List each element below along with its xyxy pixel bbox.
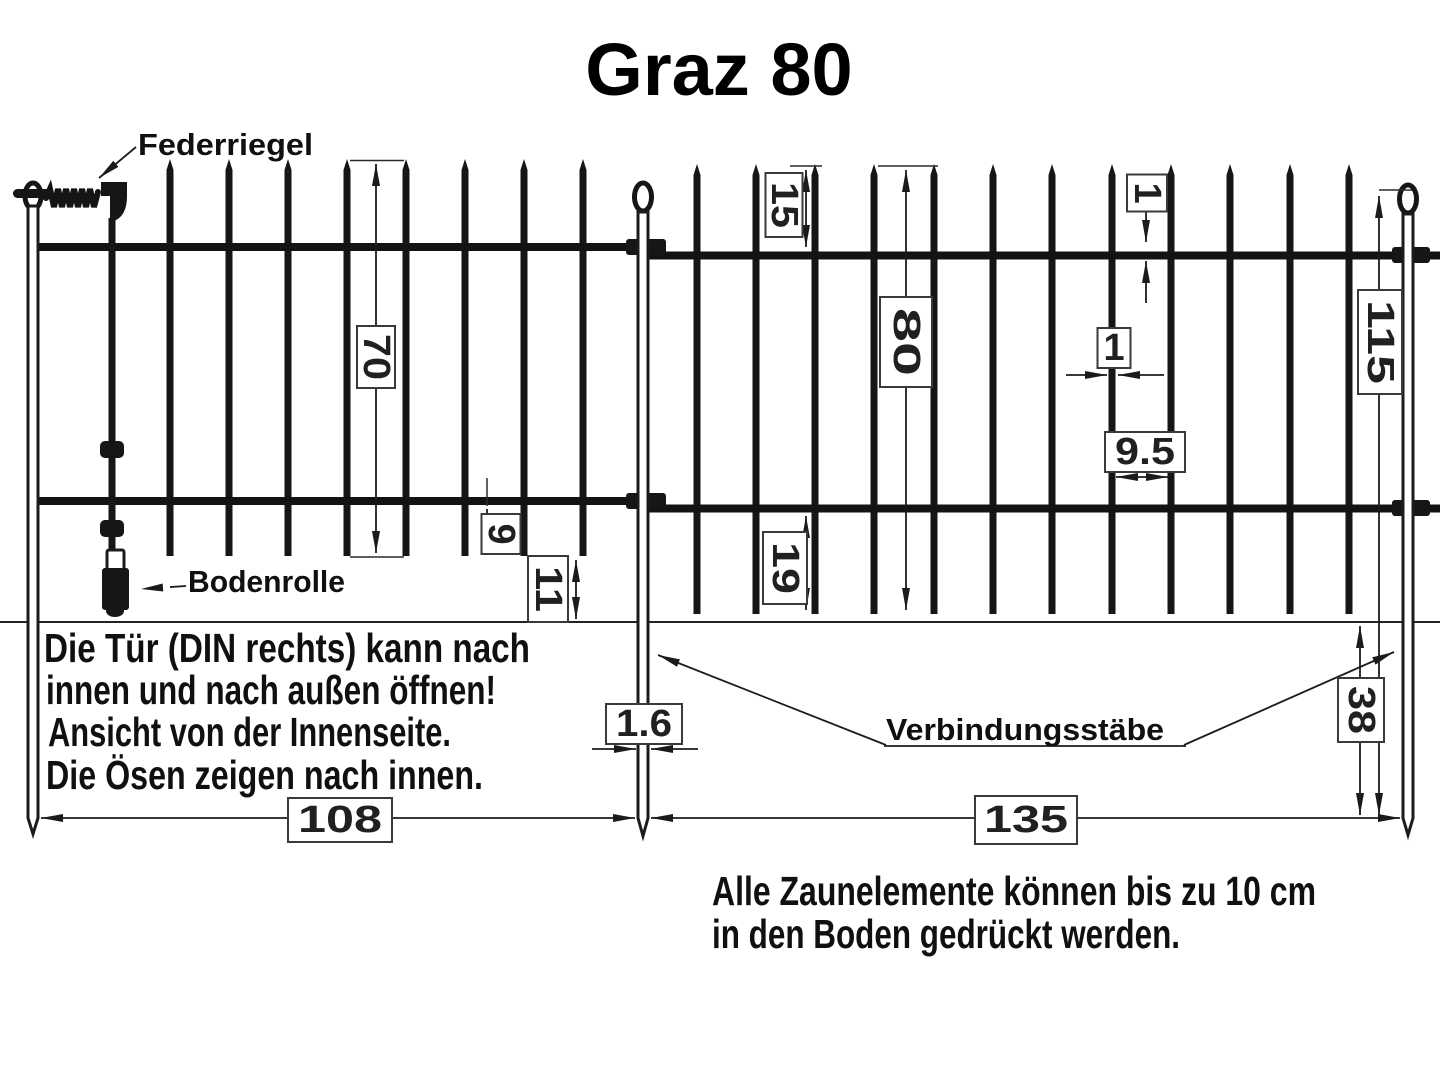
- bodenrolle-leader: [140, 583, 187, 592]
- latch-hook: [101, 182, 127, 221]
- bodenrolle-label: Bodenrolle: [188, 564, 345, 599]
- dim-70-label: 70: [355, 334, 397, 380]
- dim-1-rail: 1: [1126, 173, 1168, 213]
- ground-note: Alle Zaunelemente können bis zu 10 cm in…: [712, 868, 1316, 957]
- dim-11: 11: [527, 555, 569, 623]
- center-post-eyelet: [632, 180, 654, 214]
- ground-note-line-2: in den Boden gedrückt werden.: [712, 911, 1180, 957]
- dim-19-label: 19: [764, 542, 806, 594]
- dim-135-label: 135: [984, 799, 1068, 841]
- verbindungsstaebe-leader-right: [1183, 651, 1395, 746]
- ground-roller-body: [102, 568, 129, 610]
- federriegel-leader: [98, 146, 137, 179]
- door-note-line-4: Die Ösen zeigen nach innen.: [46, 752, 483, 798]
- left-post: [26, 204, 40, 840]
- dim-38: 38: [1337, 677, 1385, 743]
- dim-70: 70: [355, 325, 397, 389]
- dim-1-6: 1.6: [605, 703, 683, 745]
- federriegel-label: Federriegel: [138, 127, 313, 162]
- dim-15-label: 15: [763, 182, 805, 228]
- door-note-line-1: Die Tür (DIN rechts) kann nach: [44, 625, 530, 671]
- panel-bottom-rail: [637, 504, 1440, 513]
- dim-80: 80: [879, 296, 933, 388]
- dim-38-label: 38: [1340, 686, 1382, 734]
- gate-panel-bars: [166, 159, 587, 556]
- dim-19: 19: [762, 531, 808, 605]
- door-note-line-2: innen und nach außen öffnen!: [46, 667, 496, 713]
- dim-11-label: 11: [527, 566, 569, 612]
- fence-panel-bars: [693, 164, 1353, 614]
- right-post-eyelet: [1397, 182, 1419, 216]
- posts: [13, 180, 1419, 842]
- hinge-collar: [100, 441, 124, 458]
- dim-9: 9: [480, 513, 522, 555]
- verbindungsstaebe-leader-left: [657, 654, 887, 746]
- gate-bottom-rail: [33, 497, 653, 505]
- dim-15: 15: [763, 172, 805, 238]
- leader-lines: [98, 146, 1395, 747]
- dim-135: 135: [974, 795, 1078, 845]
- dim-9-5: 9.5: [1104, 431, 1186, 473]
- dim-108: 108: [287, 797, 393, 843]
- latch-pin: [13, 189, 53, 198]
- dim-1-6-label: 1.6: [616, 703, 672, 745]
- dim-115-label: 115: [1359, 300, 1401, 384]
- dim-1-bar: 1: [1096, 327, 1132, 369]
- door-note: Die Tür (DIN rechts) kann nach innen und…: [44, 625, 530, 798]
- verbindungsstaebe-label: Verbindungsstäbe: [886, 712, 1164, 747]
- page-title: Graz 80: [585, 28, 852, 111]
- right-post: [1401, 212, 1415, 841]
- gate-top-rail: [33, 243, 653, 251]
- dim-9-5-label: 9.5: [1115, 431, 1175, 473]
- dim-115: 115: [1357, 289, 1403, 395]
- spring-latch-coil: [43, 179, 101, 208]
- dim-80-label: 80: [885, 308, 927, 376]
- dim-1-bar-label: 1: [1103, 327, 1124, 369]
- hinge-collar: [100, 520, 124, 537]
- gate-hinge-assembly: [43, 179, 129, 617]
- panel-top-rail: [637, 251, 1440, 260]
- dim-1-rail-label: 1: [1126, 182, 1168, 203]
- ground-roller-wheel: [106, 605, 124, 617]
- dim-108-label: 108: [298, 799, 382, 841]
- dim-9-label: 9: [480, 523, 522, 544]
- door-note-line-3: Ansicht von der Innenseite.: [48, 709, 451, 755]
- hinge-bar: [108, 218, 116, 554]
- ground-note-line-1: Alle Zaunelemente können bis zu 10 cm: [712, 868, 1316, 914]
